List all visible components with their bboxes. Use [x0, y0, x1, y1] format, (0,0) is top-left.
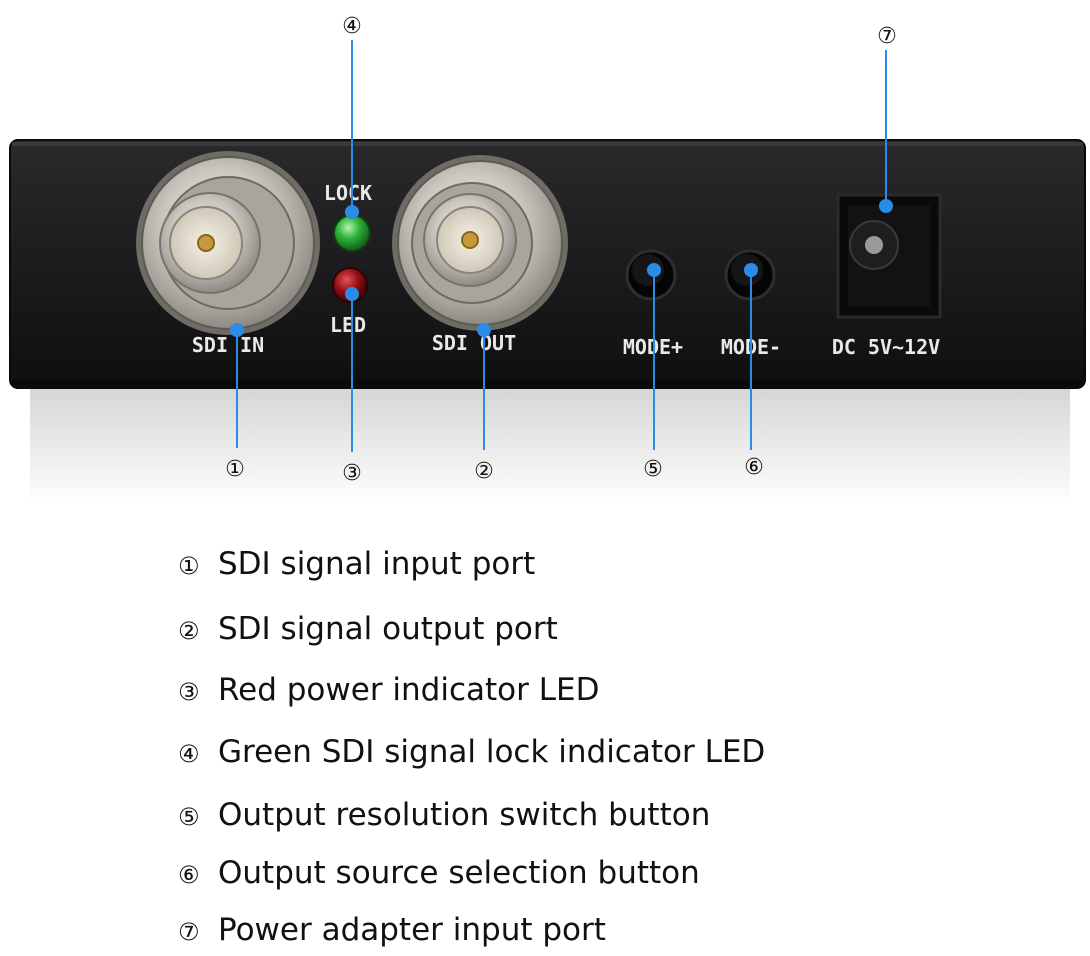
- legend-text: SDI signal input port: [218, 546, 536, 582]
- legend-item: ③ Red power indicator LED: [178, 670, 599, 712]
- legend-item: ⑦ Power adapter input port: [178, 910, 606, 952]
- callout-dot-5: [647, 263, 661, 277]
- floor-shadow: [30, 386, 1070, 506]
- callout-number-6: ⑥: [744, 455, 764, 480]
- legend-number: ⑦: [178, 918, 200, 946]
- legend-item: ② SDI signal output port: [178, 609, 558, 651]
- callout-number-3: ③: [342, 461, 362, 486]
- callout-number-2: ②: [474, 459, 494, 484]
- callout-dot-4: [345, 205, 359, 219]
- callout-number-5: ⑤: [643, 457, 663, 482]
- legend-item: ④ Green SDI signal lock indicator LED: [178, 732, 765, 774]
- lock-label: LOCK: [324, 181, 372, 205]
- legend-text: Output resolution switch button: [218, 797, 711, 833]
- callout-dot-7: [879, 199, 893, 213]
- legend-item: ⑥ Output source selection button: [178, 853, 700, 895]
- callout-number-7: ⑦: [877, 24, 897, 49]
- callout-dot-3: [345, 287, 359, 301]
- sdi-out-port: [392, 155, 568, 331]
- legend-number: ⑥: [178, 861, 200, 889]
- legend-number: ②: [178, 617, 200, 645]
- legend-item: ① SDI signal input port: [178, 544, 535, 586]
- legend-item: ⑤ Output resolution switch button: [178, 795, 710, 837]
- sdi-out-label: SDI OUT: [432, 331, 516, 355]
- sdi-in-label: SDI IN: [192, 333, 264, 357]
- dc-label: DC 5V~12V: [832, 335, 940, 359]
- callout-lines: [230, 40, 893, 452]
- legend-number: ④: [178, 740, 200, 768]
- legend-text: Red power indicator LED: [218, 672, 600, 708]
- legend-text: SDI signal output port: [218, 611, 558, 647]
- legend-text: Power adapter input port: [218, 912, 606, 948]
- legend-number: ①: [178, 552, 200, 580]
- callout-dot-2: [477, 323, 491, 337]
- legend-text: Output source selection button: [218, 855, 700, 891]
- led-label: LED: [330, 313, 366, 337]
- legend-number: ⑤: [178, 803, 200, 831]
- dc-power-jack: [836, 193, 942, 319]
- legend-number: ③: [178, 678, 200, 706]
- legend-text: Green SDI signal lock indicator LED: [218, 734, 766, 770]
- callout-dot-6: [744, 263, 758, 277]
- lock-led: [333, 214, 371, 252]
- callout-number-4: ④: [342, 14, 362, 39]
- device-diagram: SDI IN LOCK LED SDI OUT MODE+ MODE- DC 5…: [9, 14, 1086, 506]
- callout-number-1: ①: [225, 457, 245, 482]
- sdi-in-port: [136, 151, 320, 335]
- callout-dot-1: [230, 323, 244, 337]
